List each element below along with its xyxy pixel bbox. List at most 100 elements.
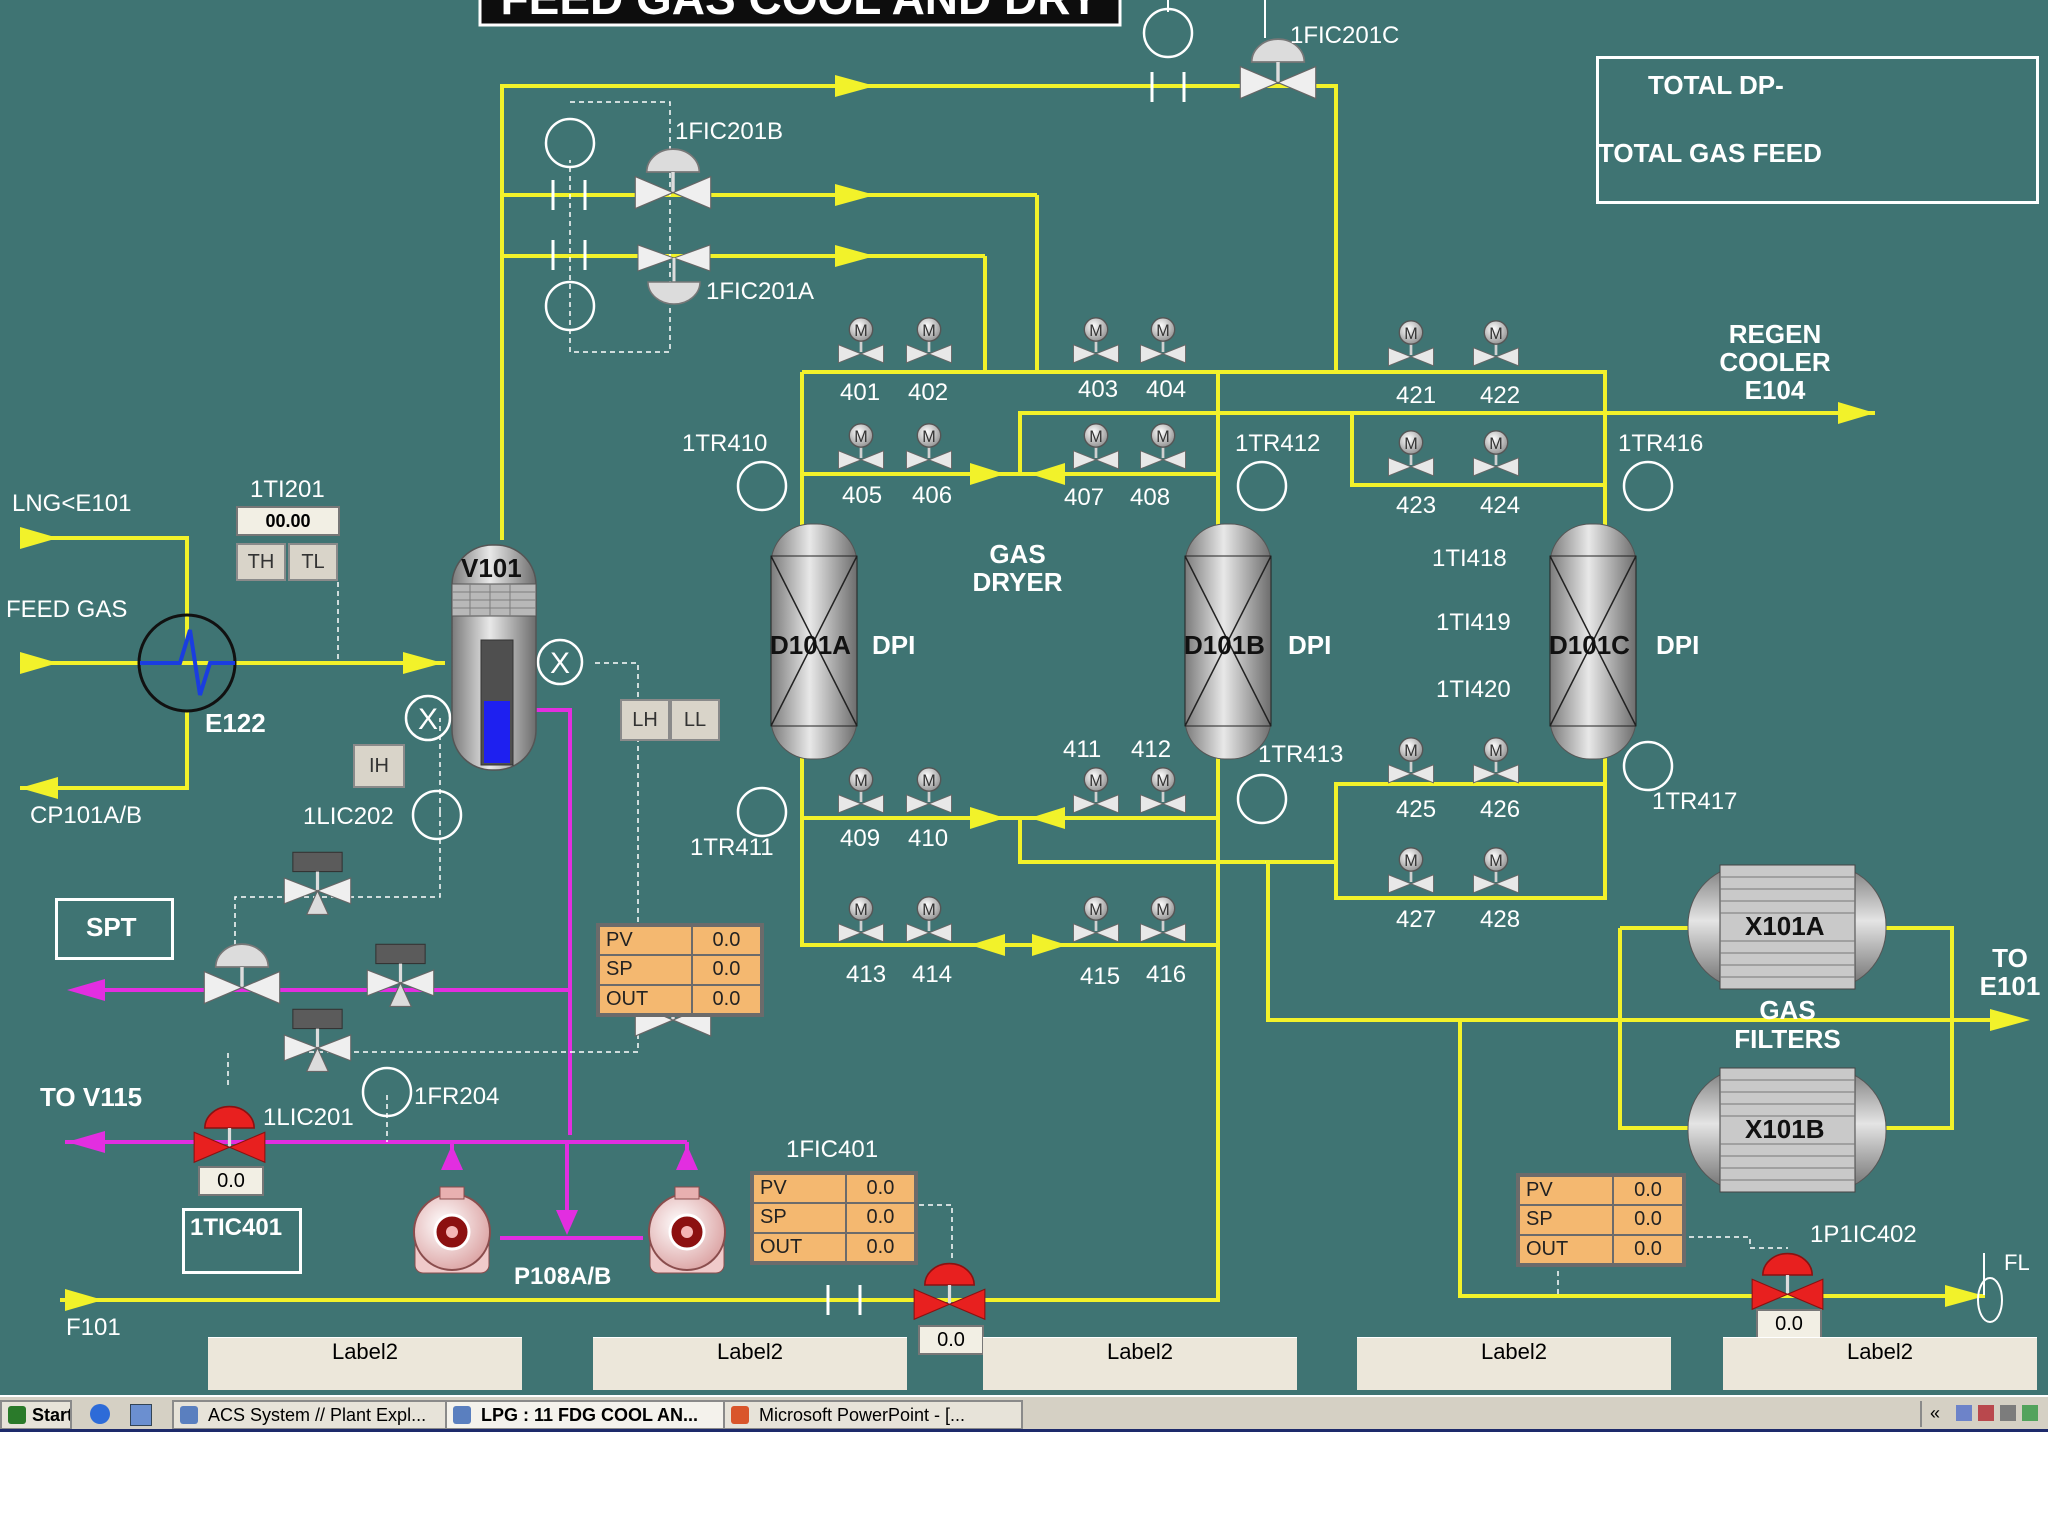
tl-button[interactable]: TL — [288, 543, 338, 581]
motor-valve-422[interactable] — [1472, 319, 1520, 368]
tic401-valve-value[interactable]: 0.0 — [198, 1166, 264, 1196]
motor-valve-413[interactable] — [837, 895, 885, 944]
motor-valve-label-410: 410 — [908, 825, 949, 852]
tag-fic201c: 1FIC201C — [1290, 22, 1400, 49]
motor-valve-415[interactable] — [1072, 895, 1120, 944]
taskbar-item-lpg[interactable]: LPG : 11 FDG COOL AN... — [445, 1400, 751, 1430]
tag-lic201: 1LIC201 — [263, 1104, 354, 1131]
bottom-label-4[interactable]: Label2 — [1357, 1337, 1671, 1390]
dryer-vessels — [770, 523, 1637, 760]
tag-fic201a: 1FIC201A — [706, 278, 815, 305]
fic201c-bubble — [1142, 7, 1194, 59]
dpi-a-label: DPI — [872, 630, 916, 660]
motor-valve-427[interactable] — [1387, 846, 1435, 895]
tray-app2-icon[interactable] — [2000, 1405, 2016, 1421]
motor-valve-401[interactable] — [837, 316, 885, 365]
motor-valve-410[interactable] — [905, 766, 953, 815]
motor-valve-407[interactable] — [1072, 422, 1120, 471]
taskbar: Start ACS System // Plant Expl... LPG : … — [0, 1395, 2048, 1431]
desktop-icon[interactable] — [130, 1404, 152, 1426]
tag-fic201b: 1FIC201B — [675, 118, 784, 145]
motor-valve-423[interactable] — [1387, 429, 1435, 478]
lh-button[interactable]: LH — [620, 699, 670, 741]
lic202-valve-2 — [282, 1007, 353, 1074]
x101b-label: X101B — [1745, 1114, 1825, 1144]
lic202-bubble — [411, 789, 463, 841]
motor-valve-label-423: 423 — [1396, 492, 1437, 519]
motor-valve-424[interactable] — [1472, 429, 1520, 478]
d101a-label: D101A — [770, 630, 851, 660]
taskbar-item-acs[interactable]: ACS System // Plant Expl... — [172, 1400, 474, 1430]
motor-valve-412[interactable] — [1139, 766, 1187, 815]
screen-title: FEED GAS COOL AND DRY — [501, 0, 1100, 24]
motor-valve-416[interactable] — [1139, 895, 1187, 944]
spt-valve-2 — [365, 942, 436, 1009]
tag-tr416: 1TR416 — [1618, 430, 1704, 457]
motor-valve-404[interactable] — [1139, 316, 1187, 365]
f101-label: F101 — [66, 1314, 121, 1341]
tag-fic401: 1FIC401 — [786, 1136, 879, 1163]
motor-valve-label-421: 421 — [1396, 382, 1437, 409]
motor-valve-414[interactable] — [905, 895, 953, 944]
motor-valve-402[interactable] — [905, 316, 953, 365]
bottom-label-5[interactable]: Label2 — [1723, 1337, 2037, 1390]
motor-valve-421[interactable] — [1387, 319, 1435, 368]
tray-app3-icon[interactable] — [2022, 1405, 2038, 1421]
pic402-valve — [1750, 1251, 1825, 1311]
x101a-label: X101A — [1745, 911, 1825, 941]
p108ab-label: P108A/B — [514, 1263, 612, 1290]
motor-valve-label-414: 414 — [912, 961, 953, 988]
motor-valve-426[interactable] — [1472, 736, 1520, 785]
spt-box[interactable] — [55, 898, 174, 960]
tray-expand[interactable]: « — [1930, 1403, 1941, 1423]
fic201b-valve — [633, 147, 713, 211]
spt-valve-1 — [202, 942, 282, 1006]
tray-app-icon[interactable] — [1978, 1405, 1994, 1421]
tic401-box[interactable] — [182, 1208, 302, 1274]
ll-button[interactable]: LL — [670, 699, 720, 741]
feed-gas-label: FEED GAS — [6, 596, 128, 623]
to-v115-label: TO V115 — [40, 1082, 143, 1112]
tr411-bubble — [736, 786, 788, 838]
bottom-label-3[interactable]: Label2 — [983, 1337, 1297, 1390]
motor-valve-label-404: 404 — [1146, 376, 1187, 403]
app-icon — [180, 1406, 198, 1424]
motor-valve-label-415: 415 — [1080, 963, 1121, 990]
tag-ti418: 1TI418 — [1432, 545, 1507, 572]
motor-valve-403[interactable] — [1072, 316, 1120, 365]
motor-valve-405[interactable] — [837, 422, 885, 471]
motor-valve-label-412: 412 — [1131, 736, 1172, 763]
motor-valve-406[interactable] — [905, 422, 953, 471]
tag-tr411: 1TR411 — [690, 834, 774, 861]
motor-valve-411[interactable] — [1072, 766, 1120, 815]
motor-valve-label-408: 408 — [1130, 484, 1171, 511]
bottom-label-2[interactable]: Label2 — [593, 1337, 907, 1390]
pump-p108b — [648, 1186, 726, 1274]
fl-bubble — [1977, 1277, 2003, 1323]
browser-icon[interactable] — [90, 1404, 110, 1424]
network-icon[interactable] — [1956, 1405, 1972, 1421]
app-icon — [453, 1406, 471, 1424]
tr413-bubble — [1236, 773, 1288, 825]
fic401-valve-value[interactable]: 0.0 — [918, 1325, 984, 1355]
start-button[interactable]: Start — [0, 1400, 72, 1430]
motor-valve-label-424: 424 — [1480, 492, 1521, 519]
th-button[interactable]: TH — [236, 543, 286, 581]
svg-text:X: X — [550, 647, 570, 680]
fic401-valve — [912, 1261, 987, 1321]
ih-button[interactable]: IH — [353, 744, 405, 788]
lic202-valve-1 — [282, 850, 353, 917]
pic402-valve-value[interactable]: 0.0 — [1756, 1309, 1822, 1339]
motor-valve-label-406: 406 — [912, 482, 953, 509]
motor-valve-409[interactable] — [837, 766, 885, 815]
taskbar-item-powerpoint[interactable]: Microsoft PowerPoint - [... — [723, 1400, 1023, 1430]
motor-valve-425[interactable] — [1387, 736, 1435, 785]
bottom-label-1[interactable]: Label2 — [208, 1337, 522, 1390]
motor-valve-428[interactable] — [1472, 846, 1520, 895]
motor-valve-408[interactable] — [1139, 422, 1187, 471]
fr204-bubble — [361, 1066, 413, 1118]
